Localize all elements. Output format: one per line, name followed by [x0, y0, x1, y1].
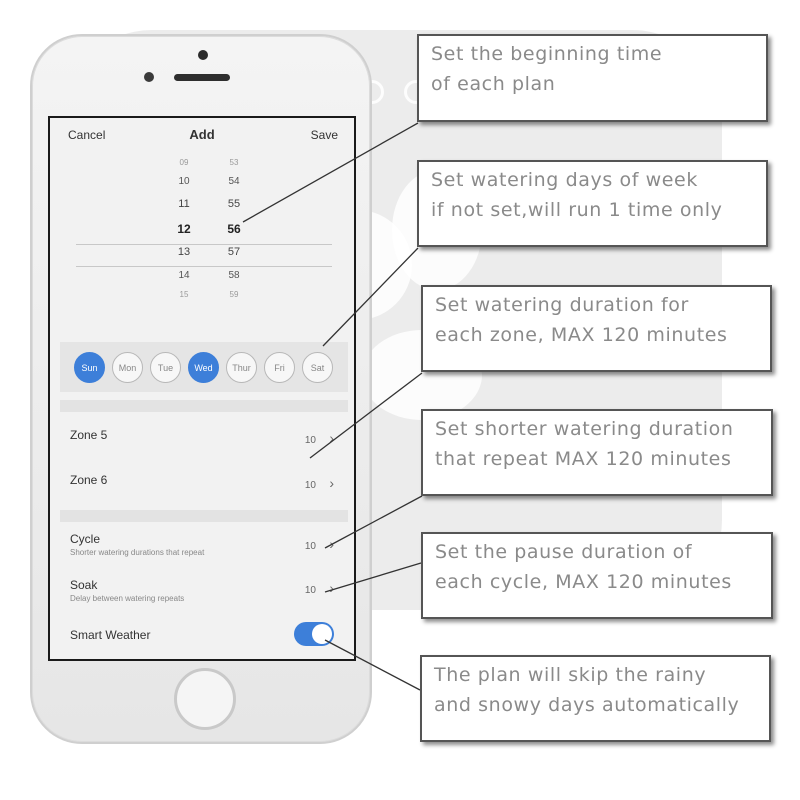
cycle-value: 10: [304, 541, 316, 552]
hour-option[interactable]: 11: [178, 198, 190, 210]
zone-label: Zone 5: [70, 428, 108, 442]
minute-option[interactable]: 57: [227, 246, 241, 258]
day-chip-thur[interactable]: Thur: [226, 352, 257, 383]
minute-option[interactable]: 54: [228, 176, 240, 187]
callout-line: The plan will skip the rainy: [434, 664, 707, 686]
callout-start-time: Set the beginning time of each plan: [417, 34, 768, 122]
picker-selection-band: [76, 244, 332, 267]
minute-option[interactable]: 53: [229, 158, 239, 167]
chevron-right-icon: ›: [329, 475, 334, 491]
callout-line: each cycle, MAX 120 minutes: [435, 571, 732, 593]
callout-smart-weather: The plan will skip the rainy and snowy d…: [420, 655, 771, 742]
toggle-knob: [312, 624, 332, 644]
callout-line: Set watering days of week: [431, 169, 698, 191]
day-chip-tue[interactable]: Tue: [150, 352, 181, 383]
cycle-label: Cycle: [70, 532, 101, 546]
soak-label: Soak: [70, 578, 98, 592]
soak-row[interactable]: Soak Delay between watering repeats 10 ›: [50, 578, 354, 618]
app-screen: Cancel Add Save 09 10 11 12 13 14 15 53 54 55 56 5…: [48, 116, 356, 661]
speaker-grille: [174, 74, 230, 81]
zone-label: Zone 6: [70, 473, 108, 487]
chevron-right-icon: ›: [329, 430, 334, 446]
front-camera: [198, 50, 208, 60]
minute-option[interactable]: 59: [229, 290, 239, 299]
day-chip-sat[interactable]: Sat: [302, 352, 333, 383]
minute-option[interactable]: 56: [227, 222, 241, 236]
hour-option[interactable]: 13: [177, 246, 191, 258]
zone-row[interactable]: Zone 5 10 ›: [50, 426, 354, 470]
callout-line: each zone, MAX 120 minutes: [435, 324, 728, 346]
callout-line: Set shorter watering duration: [435, 418, 734, 440]
home-button[interactable]: [174, 668, 236, 730]
callout-line: Set watering duration for: [435, 294, 689, 316]
minute-option[interactable]: 58: [228, 270, 240, 281]
smart-weather-toggle[interactable]: [294, 622, 334, 646]
callout-line: and snowy days automatically: [434, 694, 740, 716]
smart-weather-row: Smart Weather: [50, 628, 354, 658]
cycle-subtitle: Shorter watering durations that repeat: [70, 548, 205, 557]
callout-line: of each plan: [431, 73, 556, 95]
hour-option[interactable]: 10: [178, 176, 190, 187]
save-button[interactable]: Save: [310, 128, 338, 142]
callout-watering-days: Set watering days of week if not set,wil…: [417, 160, 768, 247]
smart-weather-label: Smart Weather: [70, 628, 151, 642]
hour-option[interactable]: 12: [177, 222, 191, 236]
day-chip-sun[interactable]: Sun: [74, 352, 105, 383]
page-title: Add: [189, 127, 215, 142]
cycle-row[interactable]: Cycle Shorter watering durations that re…: [50, 532, 354, 572]
callout-line: Set the beginning time: [431, 43, 663, 65]
day-chip-fri[interactable]: Fri: [264, 352, 295, 383]
callout-line: that repeat MAX 120 minutes: [435, 448, 732, 470]
hour-option[interactable]: 15: [179, 290, 189, 299]
soak-value: 10: [304, 585, 316, 596]
callout-line: Set the pause duration of: [435, 541, 693, 563]
chevron-right-icon: ›: [329, 580, 334, 596]
day-chip-wed[interactable]: Wed: [188, 352, 219, 383]
camera-icon: [144, 72, 154, 82]
time-picker[interactable]: 09 10 11 12 13 14 15 53 54 55 56 57 58 59: [60, 156, 348, 328]
zone-value: 10: [304, 435, 316, 446]
zone-value: 10: [304, 480, 316, 491]
cancel-button[interactable]: Cancel: [68, 128, 106, 142]
chevron-right-icon: ›: [329, 536, 334, 552]
soak-subtitle: Delay between watering repeats: [70, 594, 185, 603]
callout-cycle-duration: Set shorter watering duration that repea…: [421, 409, 773, 496]
hour-option[interactable]: 09: [179, 158, 189, 167]
nav-bar: Cancel Add Save: [50, 118, 354, 154]
section-divider: [60, 510, 348, 522]
zone-row[interactable]: Zone 6 10 ›: [50, 471, 354, 515]
callout-soak-duration: Set the pause duration of each cycle, MA…: [421, 532, 773, 619]
callout-line: if not set,will run 1 time only: [431, 199, 723, 221]
hour-option[interactable]: 14: [178, 270, 190, 281]
section-divider: [60, 400, 348, 412]
callout-zone-duration: Set watering duration for each zone, MAX…: [421, 285, 772, 372]
minute-option[interactable]: 55: [227, 198, 241, 210]
day-chip-mon[interactable]: Mon: [112, 352, 143, 383]
